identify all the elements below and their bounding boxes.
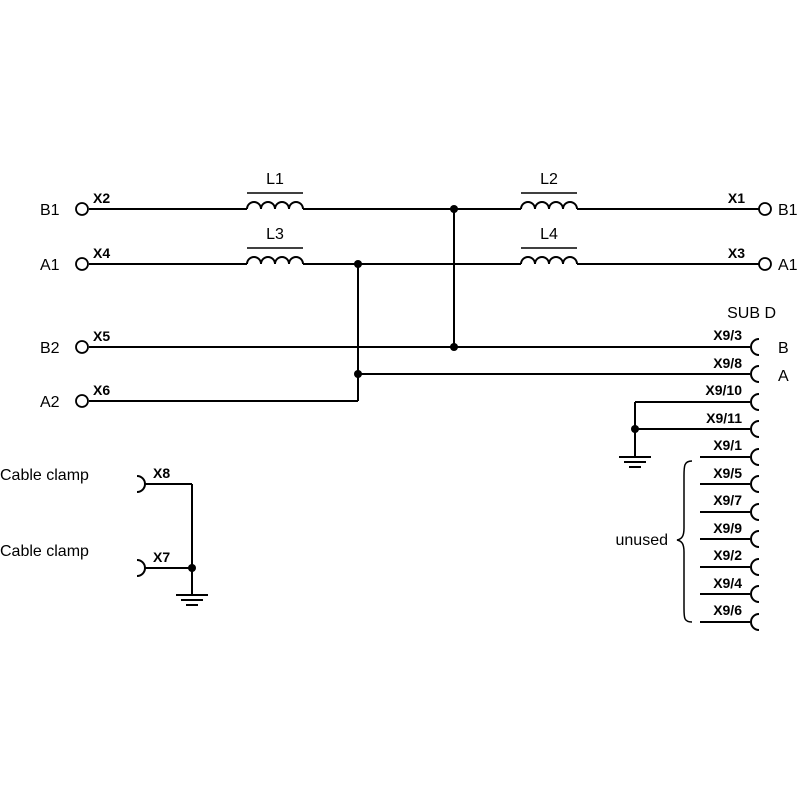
clamp-receptacle (136, 559, 146, 577)
terminal-circle (758, 257, 772, 271)
pin-receptacle (750, 393, 760, 411)
inductor-label-l3: L3 (266, 226, 284, 243)
signal-label-a1-left: A1 (40, 257, 60, 274)
pin-receptacle (750, 585, 760, 603)
cable-clamp-label: Cable clamp (0, 467, 89, 484)
pin-label: X9/4 (713, 575, 742, 591)
pin-label: X9/6 (713, 602, 742, 618)
signal-label-a2: A2 (40, 394, 60, 411)
pin-label: X9/10 (705, 382, 742, 398)
terminal-label-x5: X5 (93, 328, 110, 344)
inductor-label-l1: L1 (266, 171, 284, 188)
ground-icon (619, 456, 651, 468)
wires (89, 208, 759, 402)
terminal-circle (75, 202, 89, 216)
terminal-circle (75, 340, 89, 354)
pin-receptacle (750, 613, 760, 631)
sub-d-a-label: A (778, 368, 789, 385)
pin-receptacle (750, 448, 760, 466)
inductor-l3: L3 (246, 226, 304, 265)
pin-receptacle (750, 503, 760, 521)
inductor-l1: L1 (246, 171, 304, 210)
junction-dot (354, 370, 362, 378)
ground-icon (176, 594, 208, 606)
pin-receptacle (750, 530, 760, 548)
junction-dot (450, 343, 458, 351)
clamp-receptacle (136, 475, 146, 493)
pin-label: X9/9 (713, 520, 742, 536)
right-terminals: X1 X3 B1 A1 (728, 190, 798, 274)
pin-label: X9/2 (713, 547, 742, 563)
signal-label-a1-right: A1 (778, 257, 798, 274)
pin-receptacle (750, 420, 760, 438)
pin-receptacle (750, 365, 760, 383)
unused-brace (676, 460, 693, 623)
terminal-label-x7: X7 (153, 549, 170, 565)
signal-label-b1-right: B1 (778, 202, 798, 219)
junction-dot (450, 205, 458, 213)
unused-label: unused (616, 532, 669, 549)
sub-d-connector: SUB D B A X9/3 X9/8 X9/10 X9/11 X9/1 X9/… (616, 305, 789, 631)
sub-d-title: SUB D (727, 305, 776, 322)
pin-receptacle (750, 338, 760, 356)
signal-label-b1-left: B1 (40, 202, 60, 219)
pin-label: X9/7 (713, 492, 742, 508)
terminal-label-x6: X6 (93, 382, 110, 398)
terminal-label-x4: X4 (93, 245, 110, 261)
terminal-circle (75, 257, 89, 271)
pin-label: X9/3 (713, 327, 742, 343)
terminal-label-x1: X1 (728, 190, 745, 206)
terminal-label-x3: X3 (728, 245, 745, 261)
pin-receptacle (750, 558, 760, 576)
sub-d-b-label: B (778, 340, 789, 357)
pin-label: X9/1 (713, 437, 742, 453)
junctions (188, 205, 639, 572)
terminal-label-x2: X2 (93, 190, 110, 206)
pin-receptacle (750, 475, 760, 493)
pin-label: X9/5 (713, 465, 742, 481)
pin-label: X9/8 (713, 355, 742, 371)
signal-label-b2: B2 (40, 340, 60, 357)
left-terminals: B1 A1 B2 A2 X2 X4 X5 X6 (40, 190, 110, 411)
terminal-label-x8: X8 (153, 465, 170, 481)
inductor-label-l4: L4 (540, 226, 558, 243)
inductor-label-l2: L2 (540, 171, 558, 188)
inductor-l2: L2 (520, 171, 578, 210)
pin-label: X9/11 (706, 410, 742, 426)
cable-clamp-label: Cable clamp (0, 543, 89, 560)
terminal-circle (75, 394, 89, 408)
junction-dot (354, 260, 362, 268)
cable-clamps: Cable clamp Cable clamp X8 X7 (0, 465, 208, 606)
inductor-l4: L4 (520, 226, 578, 265)
terminal-circle (758, 202, 772, 216)
